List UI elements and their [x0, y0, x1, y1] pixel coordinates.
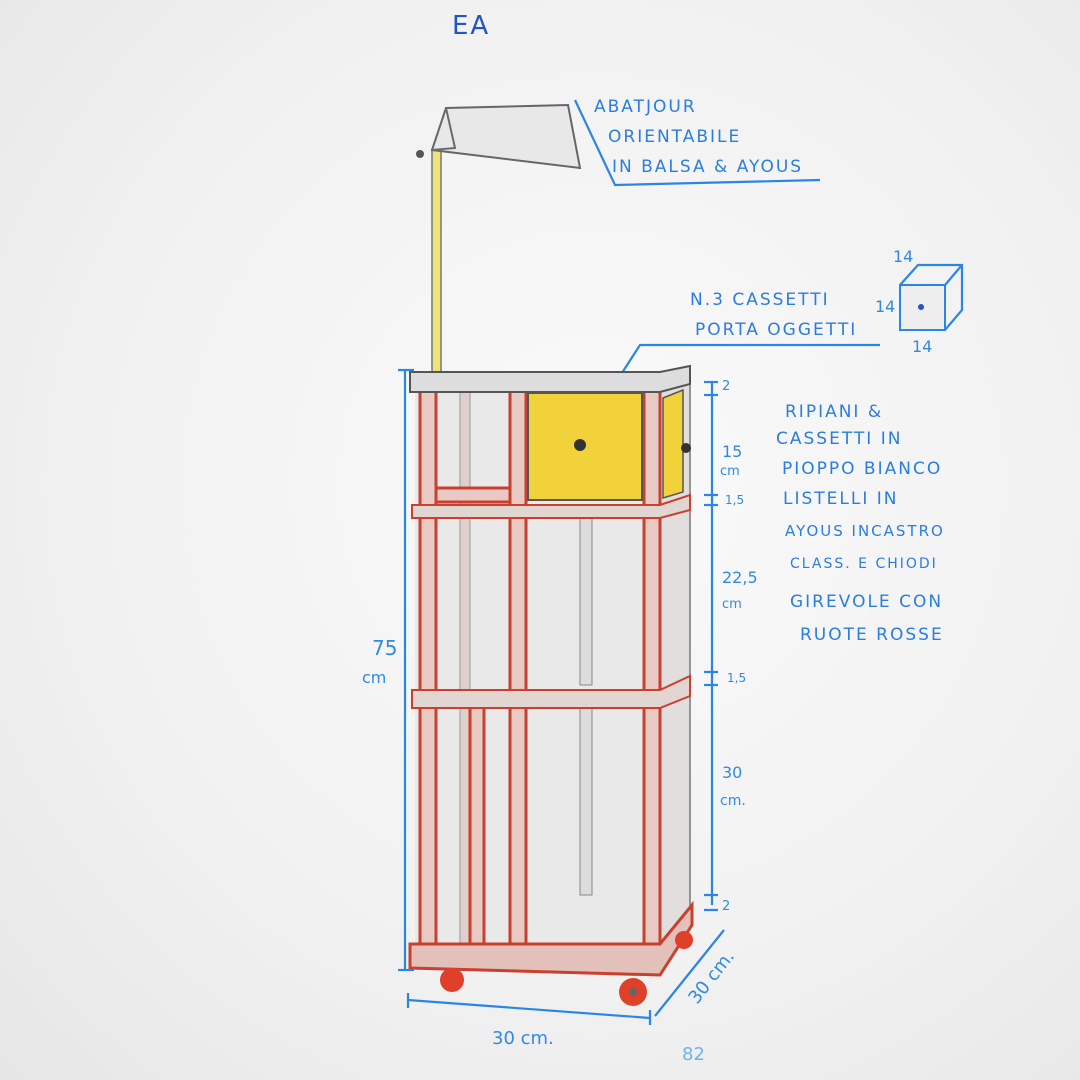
sketch-text: 1,5	[727, 671, 746, 685]
lamp-pole	[431, 149, 442, 373]
sketch-text: 30 cm.	[492, 1028, 554, 1049]
sketch-text: cm.	[720, 793, 746, 809]
sketch-text: 2	[722, 379, 730, 394]
lamp-label: ABATJOUR ORIENTABILE IN BALSA & AYOUS	[594, 97, 803, 177]
sketch-text: LISTELLI IN	[783, 489, 899, 509]
height-dimension: 75 cm	[362, 368, 414, 972]
sketch-text: 22,5	[722, 568, 758, 587]
shelf-2	[411, 674, 691, 709]
left-post	[418, 378, 438, 962]
materials-notes: RIPIANI & CASSETTI IN PIOPPO BIANCO LIST…	[776, 402, 945, 645]
sketch-stroke	[654, 929, 725, 1017]
sketch-stroke	[681, 443, 691, 453]
sketch-stroke	[434, 486, 512, 504]
sketch-stroke	[407, 998, 651, 1020]
sketch-text: IN BALSA & AYOUS	[612, 157, 803, 177]
sketch-text: AYOUS INCASTRO	[785, 522, 945, 540]
sketch-text: ABATJOUR	[594, 97, 697, 117]
sketch-stroke	[579, 704, 593, 896]
section-dimensions: 2 15 cm 1,5 22,5 cm 1,5 30 cm. 2	[704, 379, 758, 914]
width-dimension: 30 cm.	[406, 993, 652, 1049]
lamp-joint	[416, 150, 424, 158]
wheel	[440, 968, 464, 992]
sketch-text: 15	[722, 442, 742, 461]
drawers-label: N.3 CASSETTI PORTA OGGETTI	[690, 290, 857, 340]
top-slab	[409, 364, 691, 393]
sketch-text: N.3 CASSETTI	[690, 290, 830, 310]
sketch-text: PORTA OGGETTI	[695, 320, 857, 340]
right-post	[642, 378, 662, 962]
sketch-text: 14	[875, 297, 895, 316]
shelf-1	[411, 493, 691, 519]
lamp-leader-line	[574, 99, 821, 187]
sketch-text: 75	[372, 636, 397, 660]
sketch-text: cm	[720, 464, 740, 479]
sketch-stroke	[918, 304, 924, 310]
sketch-stroke	[629, 988, 637, 996]
sketch-stroke	[431, 107, 457, 151]
sketch-text: cm	[722, 597, 742, 612]
sketch-text: RUOTE ROSSE	[800, 625, 944, 645]
sketch-text: CLASS. E CHIODI	[790, 556, 938, 572]
wheel	[675, 931, 693, 949]
side-drawer	[662, 388, 684, 500]
sketch-text: 30 cm.	[684, 946, 739, 1008]
sketch-text: PIOPPO BIANCO	[782, 459, 942, 479]
center-post	[508, 378, 528, 962]
sketch-text: CASSETTI IN	[776, 429, 902, 449]
sketch-text: RIPIANI &	[785, 402, 883, 422]
signature: 82	[682, 1044, 705, 1065]
lamp-drawing	[416, 103, 582, 373]
sketch-stroke	[468, 698, 486, 962]
sketch-text: cm	[362, 668, 386, 687]
sketch-stroke	[944, 264, 963, 286]
cabinet-drawing	[408, 364, 694, 1006]
sketch-text: 2	[722, 899, 730, 914]
lamp-shade	[430, 103, 582, 170]
sketch-stroke	[579, 514, 593, 686]
header-mark: EA	[452, 11, 490, 41]
sketch-text: 1,5	[725, 493, 744, 507]
base-slab	[408, 900, 694, 977]
sketch-text: 14	[893, 247, 913, 266]
sketch-text: GIREVOLE CON	[790, 592, 943, 612]
sketch-text: 14	[912, 337, 932, 356]
drawer-cube-icon: 14 14 14	[875, 247, 964, 356]
sketch-text: ORIENTABILE	[608, 127, 741, 147]
sketch-text: 30	[722, 763, 742, 782]
drawer-knob	[574, 439, 586, 451]
